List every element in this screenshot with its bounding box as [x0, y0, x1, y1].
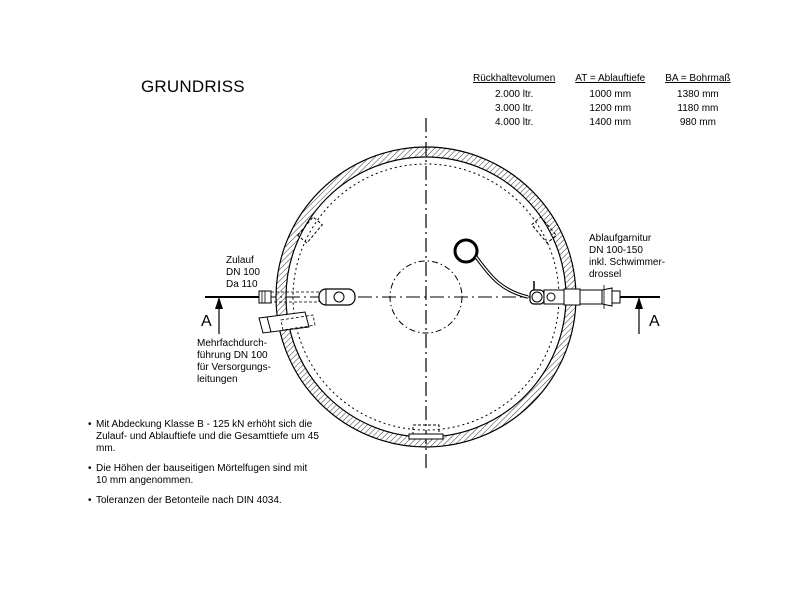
- spec-cell-volume: 4.000 ltr.: [494, 117, 534, 128]
- spec-header-outlet-depth: AT = Ablauftiefe: [575, 73, 646, 84]
- inlet-label: Zulauf DN 100 Da 110: [226, 255, 260, 291]
- note-item: Mit Abdeckung Klasse B - 125 kN erhöht s…: [88, 419, 321, 455]
- section-arrow-right: [635, 297, 643, 334]
- inlet-pipe: [258, 288, 356, 306]
- outlet-label-line: drossel: [589, 269, 622, 280]
- opening-top-right: [530, 216, 558, 244]
- spec-table-row: 4.000 ltr. 1400 mm 980 mm: [463, 116, 741, 130]
- page-title: GRUNDRISS: [141, 77, 245, 96]
- section-label-right: A: [649, 313, 660, 330]
- spec-cell-volume: 2.000 ltr.: [494, 89, 534, 100]
- outlet-label: Ablaufgarnitur DN 100-150 inkl. Schwimme…: [589, 233, 665, 281]
- outlet-label-line: inkl. Schwimmer-: [589, 257, 666, 268]
- spec-table-header-row: Rückhaltevolumen AT = Ablauftiefe BA = B…: [463, 73, 741, 88]
- inlet-label-line: Da 110: [226, 279, 258, 290]
- spec-table-row: 2.000 ltr. 1000 mm 1380 mm: [463, 88, 741, 102]
- spec-cell-bore-size: 980 mm: [679, 117, 716, 128]
- outlet-assembly: [453, 238, 621, 309]
- spec-cell-volume: 3.000 ltr.: [494, 103, 534, 114]
- note-item: Toleranzen der Betonteile nach DIN 4034.: [88, 495, 336, 507]
- section-arrow-left: [215, 297, 223, 334]
- inlet-label-line: Zulauf: [226, 255, 254, 266]
- spec-cell-bore-size: 1180 mm: [677, 103, 719, 114]
- conduit-label-line: Mehrfachdurch-: [197, 338, 268, 349]
- notes-list: Mit Abdeckung Klasse B - 125 kN erhöht s…: [88, 419, 336, 515]
- conduit-label-line: leitungen: [197, 374, 238, 385]
- spec-cell-outlet-depth: 1200 mm: [589, 103, 632, 114]
- conduit-label: Mehrfachdurch- führung DN 100 für Versor…: [197, 338, 271, 386]
- conduit-pipe: [258, 311, 316, 334]
- spec-cell-outlet-depth: 1400 mm: [589, 117, 632, 128]
- note-item: Die Höhen der bauseitigen Mörtelfugen si…: [88, 463, 321, 487]
- spec-table-row: 3.000 ltr. 1200 mm 1180 mm: [463, 102, 741, 116]
- spec-table: Rückhaltevolumen AT = Ablauftiefe BA = B…: [463, 73, 741, 130]
- conduit-label-line: führung DN 100: [197, 350, 268, 361]
- opening-bottom: [408, 424, 444, 440]
- outlet-label-line: DN 100-150: [589, 245, 643, 256]
- spec-header-volume: Rückhaltevolumen: [473, 73, 556, 84]
- float-ball: [453, 238, 479, 264]
- inlet-label-line: DN 100: [226, 267, 260, 278]
- section-label-left: A: [201, 313, 212, 330]
- spec-cell-bore-size: 1380 mm: [677, 89, 719, 100]
- outlet-label-line: Ablaufgarnitur: [589, 233, 652, 244]
- spec-header-bore-size: BA = Bohrmaß: [665, 73, 731, 84]
- spec-cell-outlet-depth: 1000 mm: [589, 89, 632, 100]
- conduit-label-line: für Versorgungs-: [197, 362, 271, 373]
